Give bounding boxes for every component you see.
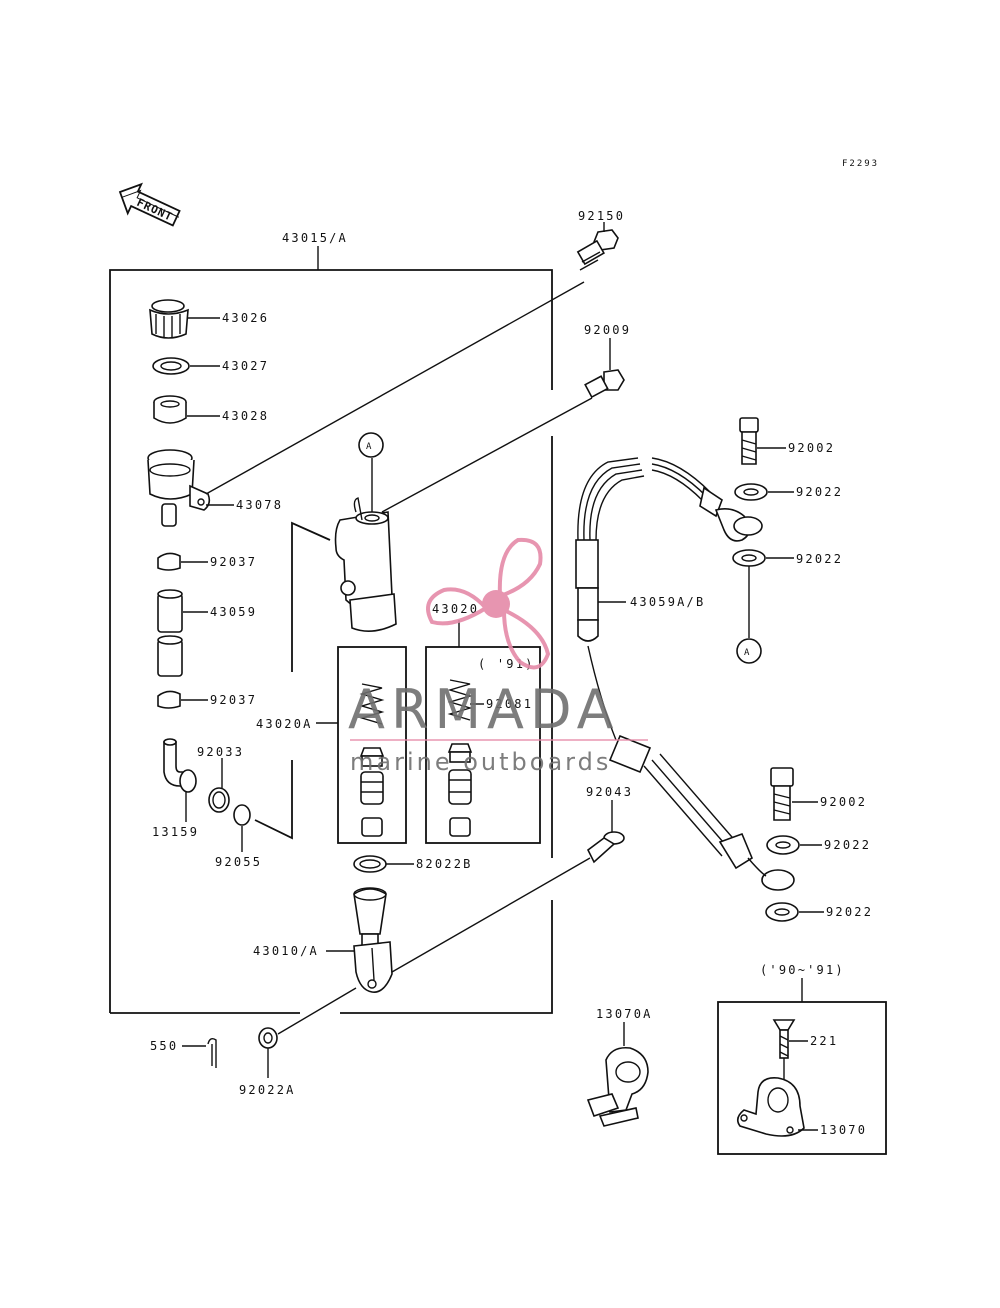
- armada-watermark: ARMADA marine outboards: [348, 537, 648, 776]
- reference-a-bottom: [736, 638, 762, 664]
- brake-hose: [575, 457, 795, 891]
- label-43015A: 43015/A: [282, 231, 348, 245]
- piston-kit-box-a: [337, 646, 407, 844]
- label-13070: 13070: [820, 1123, 867, 1137]
- hose-clamp-b: [157, 690, 181, 709]
- washer-upper-1: [734, 483, 768, 501]
- label-92002-upper: 92002: [788, 441, 835, 455]
- cotter-pin: [207, 1037, 217, 1068]
- watermark-brand: ARMADA: [348, 678, 620, 741]
- leader-92150: [205, 281, 585, 495]
- label-43059: 43059: [210, 605, 257, 619]
- label-13070A: 13070A: [596, 1007, 653, 1021]
- label-550: 550: [150, 1039, 178, 1053]
- label-43078: 43078: [236, 498, 283, 512]
- hose-b: [157, 635, 183, 677]
- watermark-tagline: marine outboards: [350, 748, 611, 776]
- variant-box-90-91: [717, 1001, 887, 1155]
- bracket-43020A-lower: [254, 760, 293, 840]
- label-92002-lower: 92002: [820, 795, 867, 809]
- leader-92022A: [277, 987, 357, 1035]
- reservoir: [147, 449, 211, 527]
- diaphragm-plate: [152, 357, 190, 375]
- label-43059AB: 43059A/B: [630, 595, 705, 609]
- hose-a: [157, 589, 183, 633]
- label-92022A: 92022A: [239, 1083, 296, 1097]
- washer-lower-1: [766, 835, 800, 855]
- screw-221: [772, 1019, 796, 1059]
- front-arrow: FRONT: [118, 182, 181, 227]
- label-92009: 92009: [584, 323, 631, 337]
- leader-92009: [381, 397, 593, 513]
- piston-kit-box-b: [425, 646, 541, 844]
- label-221: 221: [810, 1034, 838, 1048]
- washer-92022A: [258, 1027, 278, 1049]
- hose-clamp-a: [157, 552, 181, 571]
- circlip-small: [233, 804, 251, 826]
- label-92037-a: 92037: [210, 555, 257, 569]
- washer-upper-2: [732, 549, 766, 567]
- washer-lower-2: [765, 902, 799, 922]
- hose-clamp-13070A: [586, 1046, 649, 1127]
- propeller-logo: [426, 537, 551, 670]
- master-cylinder-body: [334, 458, 397, 632]
- label-90-91: ('90~'91): [760, 963, 845, 977]
- label-92022-upper-2: 92022: [796, 552, 843, 566]
- bolt-92009: [584, 369, 625, 399]
- reservoir-cap: [149, 299, 189, 339]
- bolt-92150: [576, 229, 619, 271]
- push-rod: [353, 887, 393, 993]
- clamp-13070: [736, 1076, 805, 1137]
- label-92022-upper-1: 92022: [796, 485, 843, 499]
- assembly-bracket: 43015/A: [109, 231, 553, 1014]
- label-92081: 92081: [486, 697, 533, 711]
- label-43020A: 43020A: [256, 717, 313, 731]
- label-92055: 92055: [215, 855, 262, 869]
- bracket-43020A: [291, 521, 331, 672]
- label-13159: 13159: [152, 825, 199, 839]
- label-43010A: 43010/A: [253, 944, 319, 958]
- diaphragm: [153, 395, 187, 424]
- label-43027: 43027: [222, 359, 269, 373]
- banjo-bolt-upper: [739, 417, 759, 465]
- label-92043: 92043: [586, 785, 633, 799]
- o-ring: [208, 787, 230, 813]
- label-43020: 43020: [432, 602, 479, 616]
- ref-a-bottom-label: A: [744, 648, 750, 658]
- leader-92043: [391, 857, 591, 973]
- banjo-bolt-lower: [770, 767, 794, 821]
- label-92150: 92150: [578, 209, 625, 223]
- label-82022B: 82022B: [416, 857, 473, 871]
- label-92022-lower-2: 92022: [826, 905, 873, 919]
- clevis-pin: [586, 831, 625, 864]
- reference-a-top: [358, 432, 384, 458]
- elbow-fitting: [163, 738, 197, 793]
- label-43028: 43028: [222, 409, 269, 423]
- label-92022-lower-1: 92022: [824, 838, 871, 852]
- spring-a: [359, 683, 385, 837]
- spring-b: [447, 679, 473, 837]
- figure-code: F2293: [842, 159, 879, 169]
- label-43026: 43026: [222, 311, 269, 325]
- label-92033: 92033: [197, 745, 244, 759]
- ref-a-top-label: A: [366, 442, 372, 452]
- label-92037-b: 92037: [210, 693, 257, 707]
- circlip-82022B: [353, 855, 387, 873]
